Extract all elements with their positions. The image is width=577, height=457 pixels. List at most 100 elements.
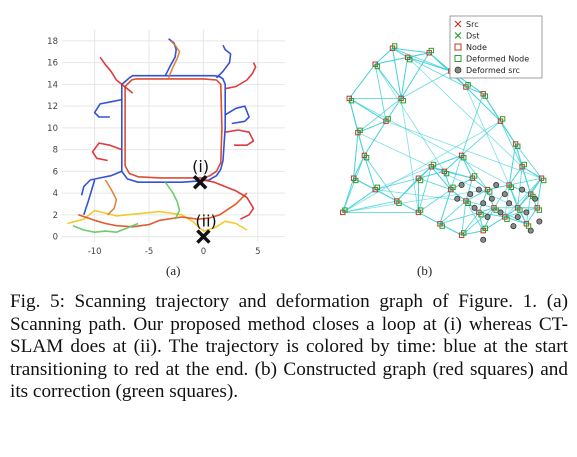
graph-edge <box>418 212 441 225</box>
graph-edge <box>396 200 419 213</box>
deformed-node-marker <box>385 116 391 122</box>
deformed-src-marker <box>471 204 478 211</box>
graph-edge <box>465 86 527 224</box>
y-tick-label: 10 <box>47 124 58 134</box>
legend-square-marker <box>454 55 462 62</box>
graph-edge <box>392 48 402 99</box>
deformed-node-marker <box>400 97 406 104</box>
x-tick-label: 0 <box>201 247 206 257</box>
graph-edge <box>517 166 523 208</box>
deformed-node-marker <box>471 173 478 179</box>
deformed-src-marker <box>480 200 487 207</box>
graph-edge <box>461 120 501 156</box>
graph-edge <box>461 212 480 236</box>
deformed-node-marker <box>342 207 348 213</box>
graph-edge <box>517 177 542 209</box>
loop-closure-x-mark <box>196 229 211 244</box>
deformed-src-marker <box>467 191 474 198</box>
graph-edge <box>431 154 462 168</box>
trajectory-series <box>99 56 134 94</box>
graph-edge <box>342 189 376 213</box>
graph-edge <box>439 200 467 225</box>
deformed-src-marker <box>480 236 487 243</box>
graph-edge <box>465 86 484 95</box>
deformed-node-marker <box>478 211 484 218</box>
deformed-node-marker <box>461 154 467 161</box>
trajectory-series <box>215 44 232 79</box>
graph-edge <box>385 120 542 179</box>
graph-edge <box>521 166 542 179</box>
trajectory-series <box>83 179 96 216</box>
y-tick-label: 16 <box>47 59 58 69</box>
deformed-node-marker <box>353 177 359 184</box>
deformed-node-marker <box>439 223 445 229</box>
graph-edge <box>478 212 484 231</box>
deformed-node-marker <box>517 207 523 213</box>
graph-edge <box>536 178 542 208</box>
deformed-node-marker <box>482 93 489 99</box>
deformed-node-marker <box>357 127 363 134</box>
y-tick-label: 4 <box>53 189 58 199</box>
legend-label: Src <box>466 20 479 29</box>
graph-edge <box>392 47 451 72</box>
graph-edge <box>349 98 387 122</box>
x-tick-label: -10 <box>88 247 102 257</box>
deformed-node-marker <box>348 97 355 104</box>
deformed-node-marker <box>407 56 413 63</box>
trajectory-series <box>104 179 118 216</box>
graph-edge <box>525 194 532 224</box>
graph-edge <box>487 184 510 191</box>
graph-edge <box>418 177 451 191</box>
trajectory-series <box>80 170 123 196</box>
deformed-node-marker <box>374 63 381 70</box>
deformed-node-marker <box>499 116 506 122</box>
deformed-src-marker <box>484 213 491 220</box>
graph-edge <box>418 189 452 213</box>
y-tick-label: 2 <box>53 211 58 221</box>
trajectory-series <box>124 78 223 179</box>
graph-edge <box>439 211 480 225</box>
deformed-node-marker <box>504 216 510 222</box>
graph-edge <box>375 166 432 190</box>
graph-edge <box>500 121 523 167</box>
y-tick-label: 12 <box>47 102 58 112</box>
graph-edge <box>357 132 365 156</box>
deformed-node-marker <box>465 82 471 88</box>
y-tick-label: 6 <box>53 167 58 177</box>
graph-edge <box>392 47 430 54</box>
trajectory-series <box>167 40 181 79</box>
deformed-src-marker <box>458 182 465 189</box>
y-tick-label: 8 <box>53 146 58 156</box>
graph-edge <box>515 143 542 179</box>
legend-label: Deformed src <box>466 66 520 75</box>
deformed-src-marker <box>523 209 530 216</box>
deformed-src-marker <box>493 182 500 189</box>
graph-edge <box>375 56 408 65</box>
graph-edge <box>342 200 397 213</box>
deformed-node-marker <box>374 184 381 191</box>
deformed-node-marker <box>530 193 536 200</box>
graph-edge <box>407 52 430 58</box>
trajectory-series <box>72 222 139 233</box>
y-tick-label: 18 <box>47 37 58 47</box>
graph-edge <box>357 98 402 133</box>
graph-edge <box>374 63 445 172</box>
graph-edge <box>374 63 402 99</box>
trajectory-series <box>203 179 255 220</box>
deformed-node-marker <box>482 225 489 232</box>
trajectory-series <box>225 62 257 90</box>
legend-box <box>449 15 543 79</box>
y-tick-label: 14 <box>47 80 58 90</box>
deformed-node-marker <box>521 161 527 168</box>
graph-edge <box>400 98 419 213</box>
graph-edge <box>443 171 452 190</box>
x-tick-label: 5 <box>255 247 260 257</box>
graph-edge <box>364 155 398 202</box>
deformed-node-marker <box>428 47 435 54</box>
legend-circle-marker <box>454 66 462 74</box>
deformed-src-marker <box>475 186 482 193</box>
deformed-src-marker <box>501 191 508 198</box>
graph-edge <box>407 56 467 88</box>
